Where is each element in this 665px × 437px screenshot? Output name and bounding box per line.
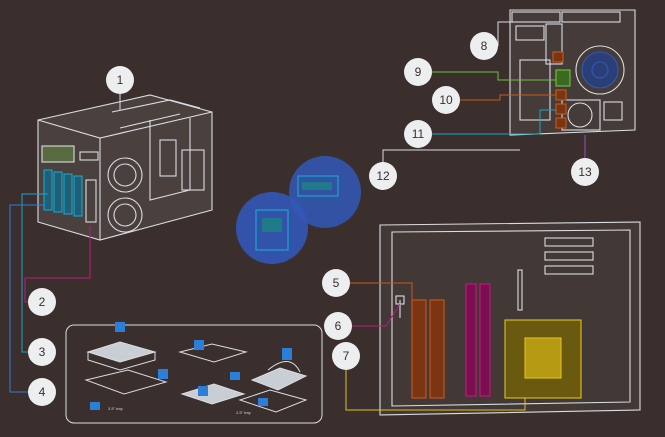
drive-bays bbox=[43, 169, 83, 217]
cpu-heatsink bbox=[504, 319, 582, 399]
callout-2-label: 2 bbox=[39, 295, 46, 309]
callout-13: 13 bbox=[571, 158, 599, 186]
callout-12-label: 12 bbox=[376, 169, 390, 183]
motherboard-illustration bbox=[379, 221, 641, 416]
callout-12: 12 bbox=[369, 162, 397, 190]
callout-13-label: 13 bbox=[578, 165, 592, 179]
callout-10: 10 bbox=[432, 86, 460, 114]
callout-10-label: 10 bbox=[439, 93, 453, 107]
callout-5: 5 bbox=[322, 269, 350, 297]
callout-3: 3 bbox=[28, 338, 56, 366]
nas-chassis-illustration bbox=[37, 94, 213, 241]
memory-slots-magenta bbox=[465, 283, 491, 397]
callout-3-label: 3 bbox=[39, 345, 46, 359]
callout-7: 7 bbox=[332, 342, 360, 370]
callout-6: 6 bbox=[324, 312, 352, 340]
callout-1: 1 bbox=[106, 66, 134, 94]
callout-8: 8 bbox=[470, 32, 498, 60]
callout-11-label: 11 bbox=[412, 127, 425, 141]
callout-4: 4 bbox=[28, 378, 56, 406]
tray-tag-a: 2.5" tray bbox=[120, 351, 135, 356]
rear-panel-illustration bbox=[509, 9, 636, 136]
callout-8-label: 8 bbox=[481, 39, 488, 53]
tray-tag-b: 3.5" tray bbox=[108, 406, 123, 411]
callout-7-label: 7 bbox=[343, 349, 350, 363]
callout-6-label: 6 bbox=[335, 319, 342, 333]
memory-slots bbox=[411, 299, 445, 399]
drive-tray-steps-illustration: 2.5" tray 3.5" tray 2.5" tray bbox=[65, 322, 323, 424]
callout-2: 2 bbox=[28, 288, 56, 316]
callout-5-label: 5 bbox=[333, 276, 340, 290]
callout-1-label: 1 bbox=[117, 73, 124, 87]
tray-tag-c: 2.5" tray bbox=[236, 410, 251, 415]
callout-9: 9 bbox=[404, 58, 432, 86]
callout-11: 11 bbox=[404, 120, 432, 148]
leader-lines bbox=[9, 21, 586, 411]
zoom-circle-icon bbox=[236, 156, 361, 264]
callout-4-label: 4 bbox=[39, 385, 46, 399]
callout-9-label: 9 bbox=[415, 65, 422, 79]
